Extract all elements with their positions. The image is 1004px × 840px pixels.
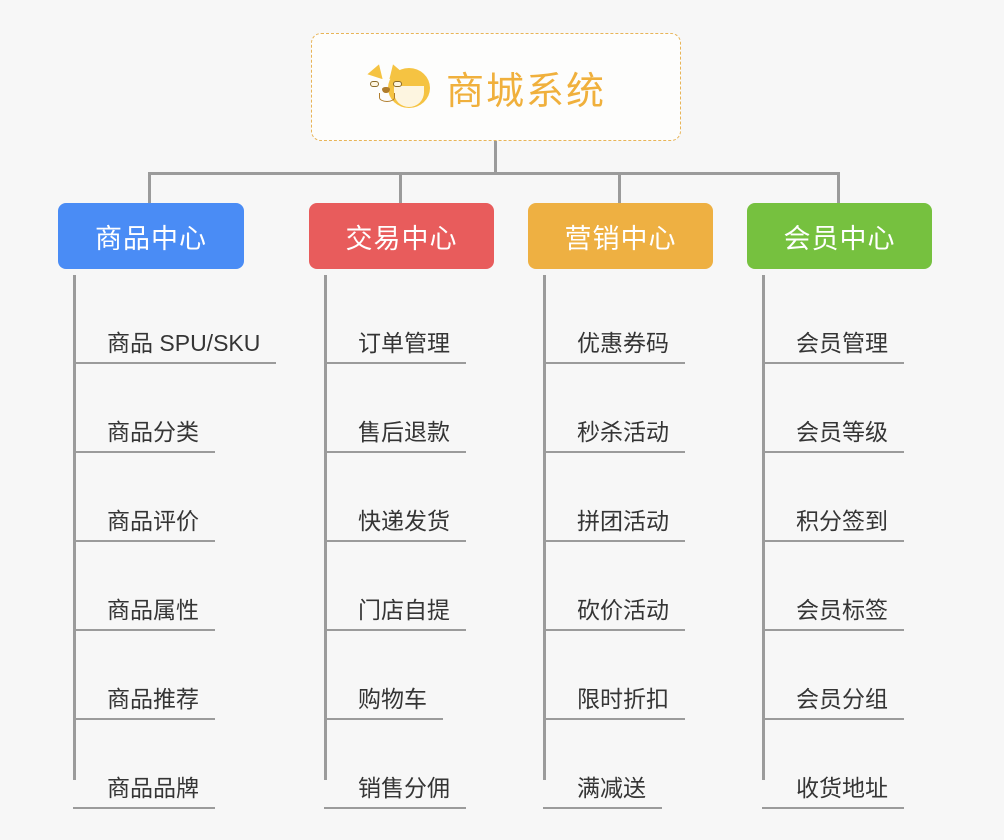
list-item[interactable]: 售后退款 xyxy=(324,364,524,453)
category-header-4[interactable]: 会员中心 xyxy=(747,203,932,269)
category-column-1: 商品中心 商品 SPU/SKU 商品分类 商品评价 商品属性 商品推荐 商品品牌 xyxy=(58,203,278,809)
list-item[interactable]: 收货地址 xyxy=(762,720,962,809)
list-item[interactable]: 拼团活动 xyxy=(543,453,743,542)
list-item[interactable]: 秒杀活动 xyxy=(543,364,743,453)
list-item[interactable]: 积分签到 xyxy=(762,453,962,542)
list-item[interactable]: 商品评价 xyxy=(73,453,293,542)
shiba-dog-icon xyxy=(367,61,432,110)
list-item[interactable]: 会员等级 xyxy=(762,364,962,453)
list-item[interactable]: 商品分类 xyxy=(73,364,293,453)
category-header-3-label: 营销中心 xyxy=(564,223,677,254)
branch-trunk-4 xyxy=(762,275,765,780)
category-column-2: 交易中心 订单管理 售后退款 快递发货 门店自提 购物车 销售分佣 xyxy=(309,203,509,809)
list-item[interactable]: 优惠券码 xyxy=(543,275,743,364)
list-item[interactable]: 会员管理 xyxy=(762,275,962,364)
root-node[interactable]: 商城系统 xyxy=(311,33,681,141)
list-item[interactable]: 快递发货 xyxy=(324,453,524,542)
list-item[interactable]: 商品 SPU/SKU xyxy=(73,275,293,364)
category-header-2-label: 交易中心 xyxy=(345,223,458,254)
category-header-4-label: 会员中心 xyxy=(783,223,896,254)
list-item[interactable]: 购物车 xyxy=(324,631,524,720)
leaf-list-1: 商品 SPU/SKU 商品分类 商品评价 商品属性 商品推荐 商品品牌 xyxy=(73,275,293,809)
category-header-3[interactable]: 营销中心 xyxy=(528,203,713,269)
list-item[interactable]: 商品属性 xyxy=(73,542,293,631)
category-column-4: 会员中心 会员管理 会员等级 积分签到 会员标签 会员分组 收货地址 xyxy=(747,203,947,809)
root-title: 商城系统 xyxy=(445,70,606,113)
list-item[interactable]: 砍价活动 xyxy=(543,542,743,631)
branch-trunk-1 xyxy=(73,275,76,780)
list-item[interactable]: 满减送 xyxy=(543,720,743,809)
list-item[interactable]: 会员分组 xyxy=(762,631,962,720)
connector-drop-2 xyxy=(399,172,402,205)
category-column-3: 营销中心 优惠券码 秒杀活动 拼团活动 砍价活动 限时折扣 满减送 xyxy=(528,203,728,809)
category-header-1[interactable]: 商品中心 xyxy=(58,203,244,269)
connector-horizontal-bus xyxy=(149,172,840,175)
branch-trunk-2 xyxy=(324,275,327,780)
list-item[interactable]: 销售分佣 xyxy=(324,720,524,809)
list-item[interactable]: 门店自提 xyxy=(324,542,524,631)
connector-drop-4 xyxy=(837,172,840,205)
category-header-2[interactable]: 交易中心 xyxy=(309,203,494,269)
leaf-list-3: 优惠券码 秒杀活动 拼团活动 砍价活动 限时折扣 满减送 xyxy=(543,275,743,809)
connector-root-stem xyxy=(494,141,497,175)
list-item[interactable]: 限时折扣 xyxy=(543,631,743,720)
leaf-list-2: 订单管理 售后退款 快递发货 门店自提 购物车 销售分佣 xyxy=(324,275,524,809)
leaf-list-4: 会员管理 会员等级 积分签到 会员标签 会员分组 收货地址 xyxy=(762,275,962,809)
list-item[interactable]: 商品品牌 xyxy=(73,720,293,809)
list-item[interactable]: 会员标签 xyxy=(762,542,962,631)
branch-trunk-3 xyxy=(543,275,546,780)
connector-drop-1 xyxy=(148,172,151,205)
category-header-1-label: 商品中心 xyxy=(95,223,207,254)
connector-drop-3 xyxy=(618,172,621,205)
list-item[interactable]: 商品推荐 xyxy=(73,631,293,720)
list-item[interactable]: 订单管理 xyxy=(324,275,524,364)
